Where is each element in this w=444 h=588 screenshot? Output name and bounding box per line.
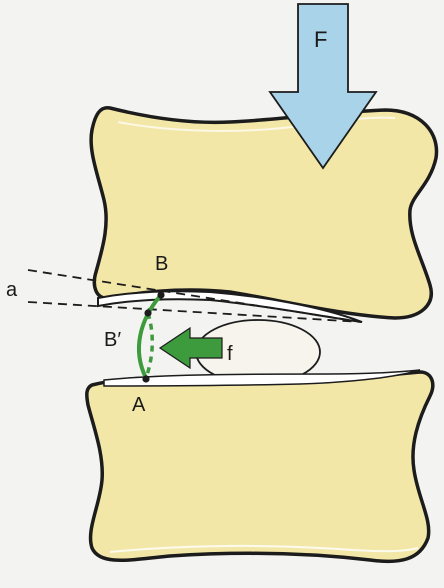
force-label-big: F [314,27,327,52]
point-b-label: B [155,253,168,275]
point-b-prime-label: B′ [104,329,121,351]
force-label-small: f [227,343,233,365]
upper-vertebra [91,108,436,318]
point-a-marker [142,375,149,382]
point-b-marker [157,291,164,298]
point-a-label: A [132,394,146,416]
point-b-prime-marker [144,309,151,316]
angle-label: a [6,279,18,301]
